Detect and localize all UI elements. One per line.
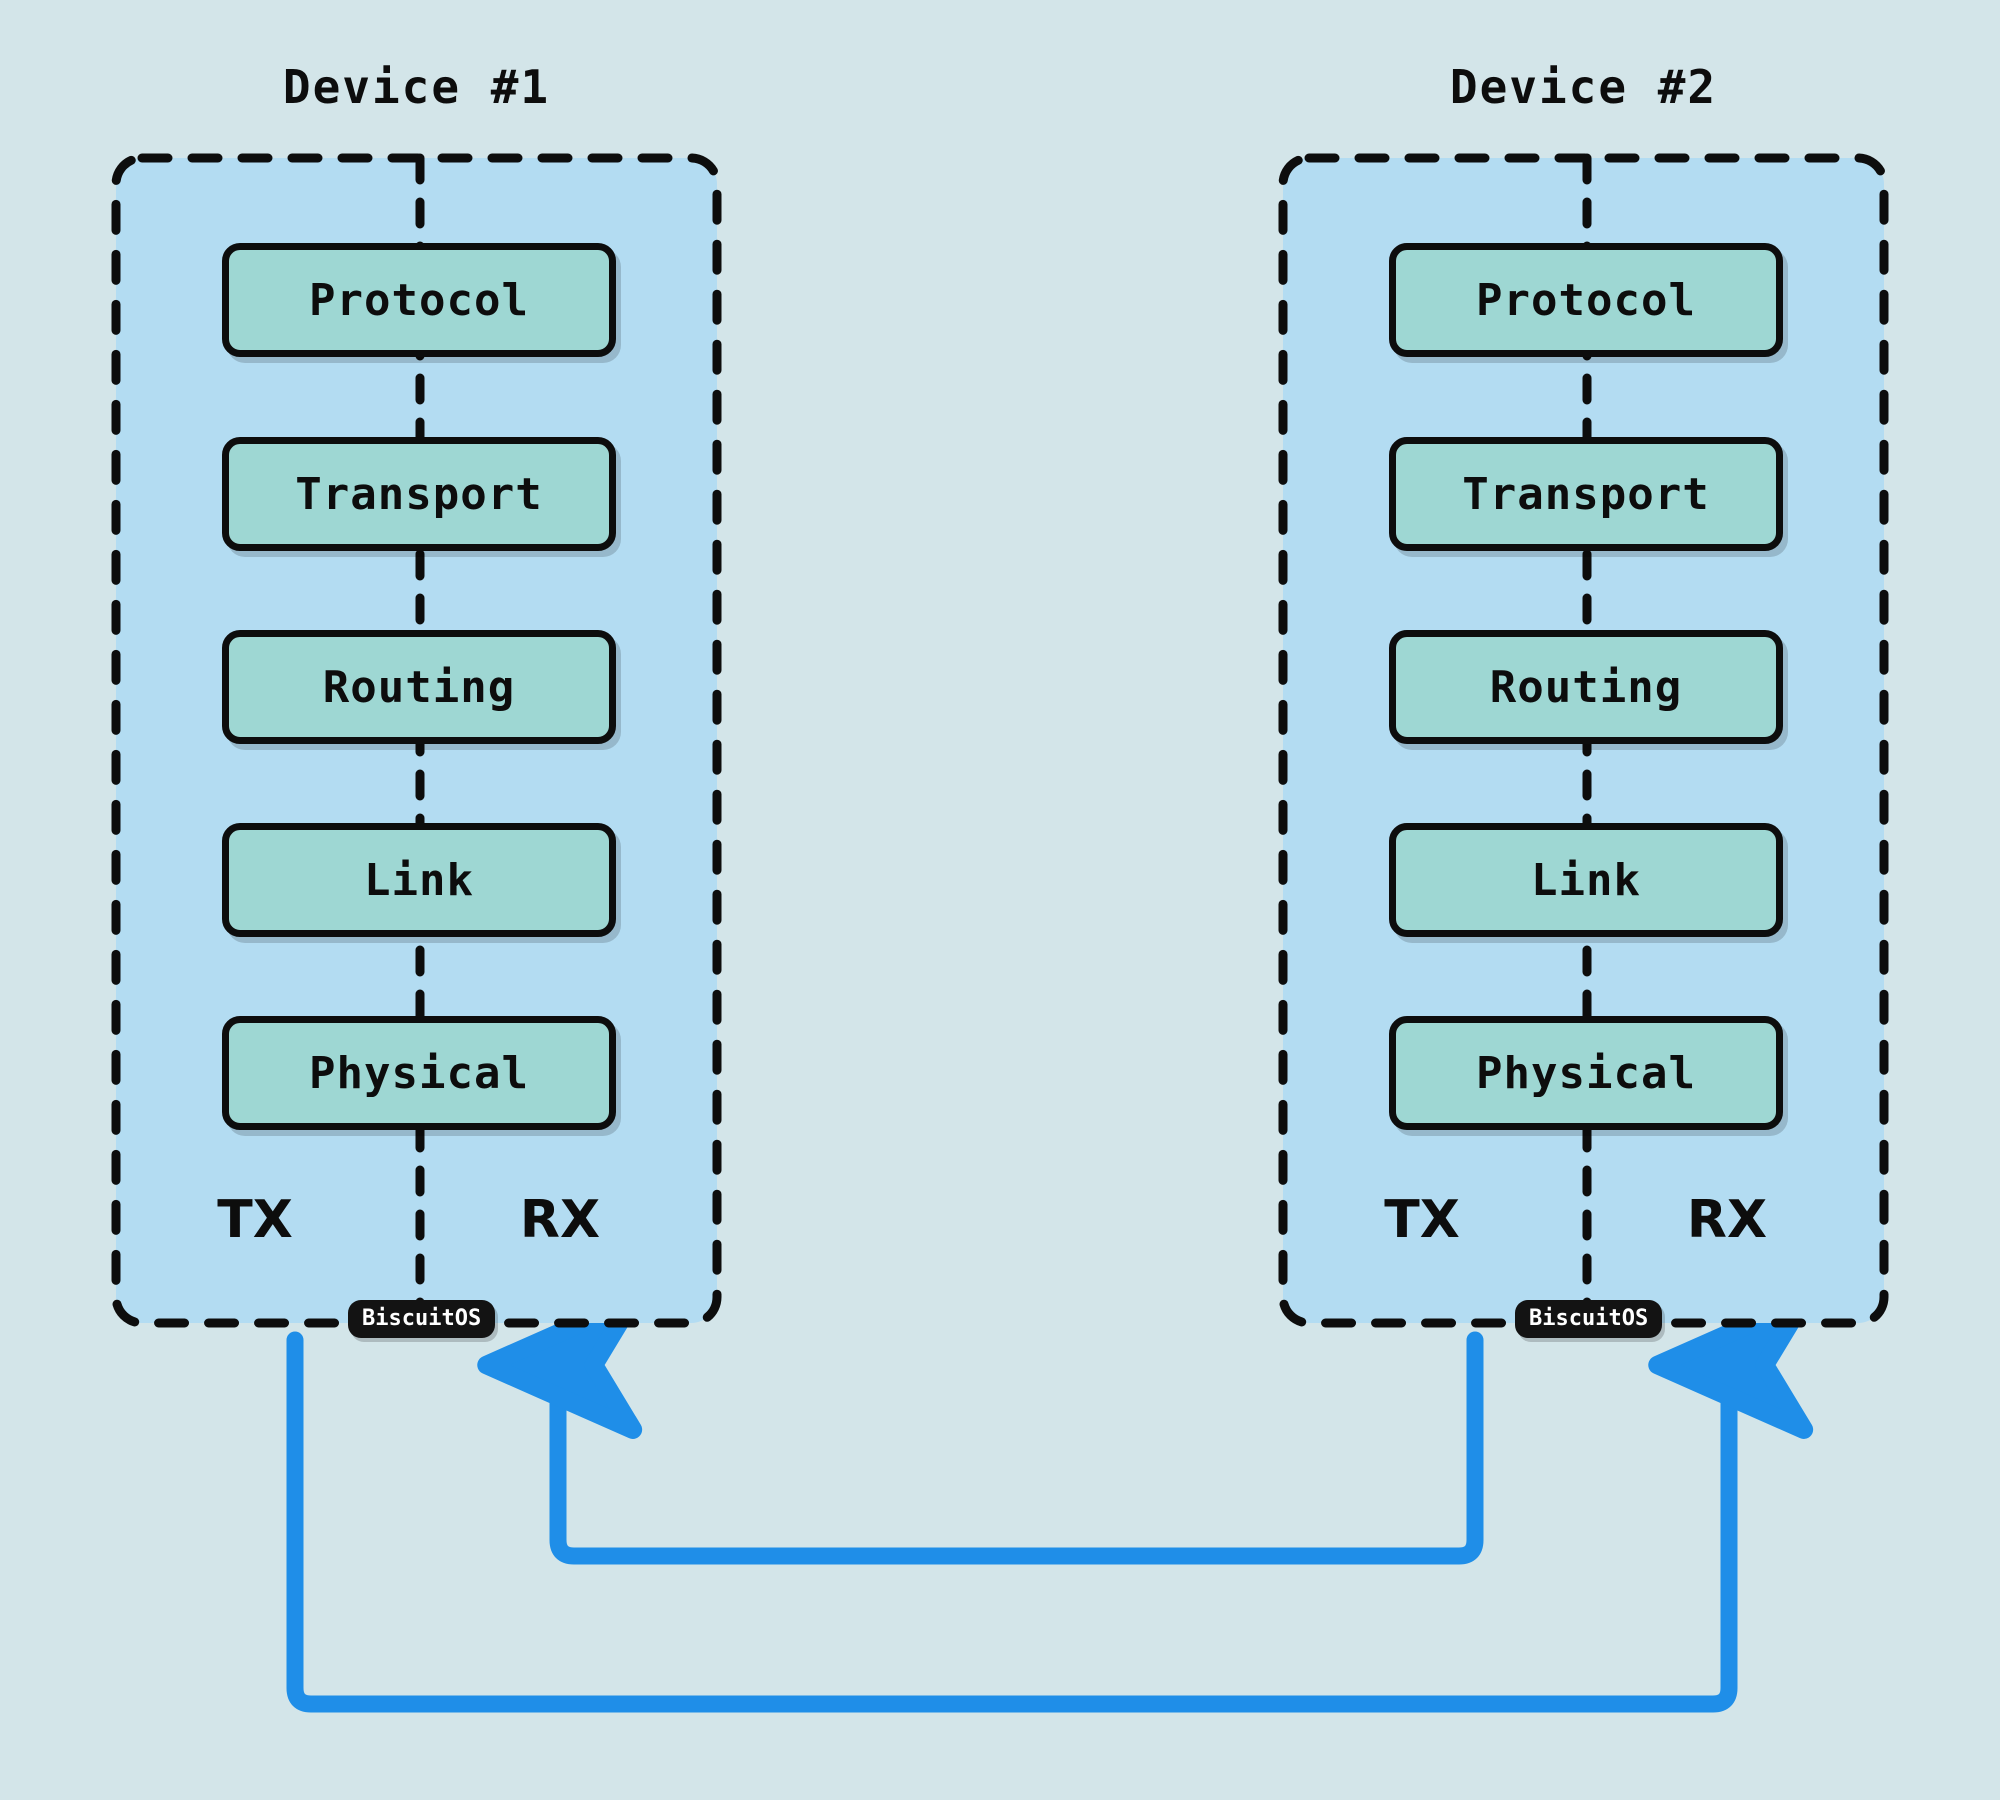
device-1-tx-label: TX — [217, 1190, 293, 1250]
link-path-d1tx-d2rx — [286, 1291, 1814, 1713]
layer-label: Link — [364, 854, 474, 906]
device-1-layer-protocol[interactable]: Protocol — [222, 243, 616, 357]
layer-label: Transport — [295, 468, 543, 520]
device-2-layer-physical[interactable]: Physical — [1389, 1016, 1783, 1130]
layer-label: Protocol — [1476, 274, 1696, 326]
device-2-title: Device #2 — [1449, 60, 1718, 114]
device-1-layer-transport[interactable]: Transport — [222, 437, 616, 551]
layer-label: Physical — [309, 1047, 529, 1099]
device-2-layer-transport[interactable]: Transport — [1389, 437, 1783, 551]
device-2-layer-link[interactable]: Link — [1389, 823, 1783, 937]
device-1-os-badge: BiscuitOS — [348, 1300, 496, 1338]
layer-label: Physical — [1476, 1047, 1696, 1099]
device-1-title: Device #1 — [282, 60, 551, 114]
layer-label: Routing — [322, 661, 516, 713]
device-1-rx-label: RX — [519, 1190, 601, 1250]
link-path-d2tx-d1rx — [477, 1291, 1484, 1565]
layer-label: Transport — [1462, 468, 1710, 520]
device-1-layer-routing[interactable]: Routing — [222, 630, 616, 744]
device-2-rx-label: RX — [1686, 1190, 1768, 1250]
layer-label: Routing — [1489, 661, 1683, 713]
layer-label: Link — [1531, 854, 1641, 906]
device-1-layer-physical[interactable]: Physical — [222, 1016, 616, 1130]
device-2-layer-protocol[interactable]: Protocol — [1389, 243, 1783, 357]
device-2-layer-routing[interactable]: Routing — [1389, 630, 1783, 744]
device-2-tx-label: TX — [1384, 1190, 1460, 1250]
device-2-os-badge: BiscuitOS — [1515, 1300, 1663, 1338]
layer-label: Protocol — [309, 274, 529, 326]
device-1-layer-link[interactable]: Link — [222, 823, 616, 937]
